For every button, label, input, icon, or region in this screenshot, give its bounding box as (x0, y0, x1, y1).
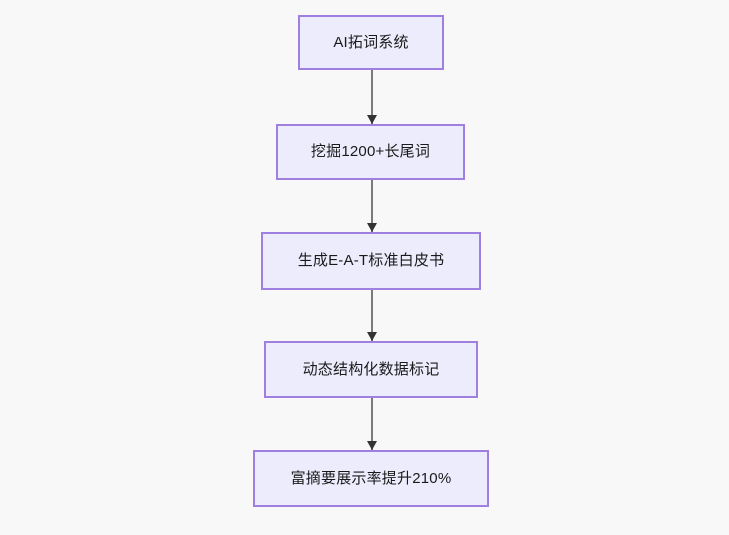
arrow-head-icon (366, 332, 377, 341)
arrow-line (371, 290, 373, 341)
node-label: 生成E-A-T标准白皮书 (297, 252, 445, 269)
node-dynamic-structured-data[interactable]: 动态结构化数据标记 (264, 341, 478, 398)
arrow-line (371, 180, 373, 232)
node-generate-eat-whitepaper[interactable]: 生成E-A-T标准白皮书 (261, 232, 481, 290)
node-label: AI拓词系统 (333, 33, 409, 51)
arrow-line (371, 70, 373, 124)
node-rich-snippet-uplift[interactable]: 富摘要展示率提升210% (253, 450, 489, 507)
node-label: 富摘要展示率提升210% (290, 469, 452, 487)
arrow-head-icon (366, 115, 377, 124)
node-ai-keyword-system[interactable]: AI拓词系统 (298, 15, 444, 70)
arrow-head-icon (366, 223, 377, 232)
arrow-line (371, 398, 373, 450)
node-label: 挖掘1200+长尾词 (310, 143, 431, 160)
node-label: 动态结构化数据标记 (302, 360, 440, 378)
arrow-head-icon (366, 441, 377, 450)
node-mine-longtail-keywords[interactable]: 挖掘1200+长尾词 (276, 124, 465, 180)
